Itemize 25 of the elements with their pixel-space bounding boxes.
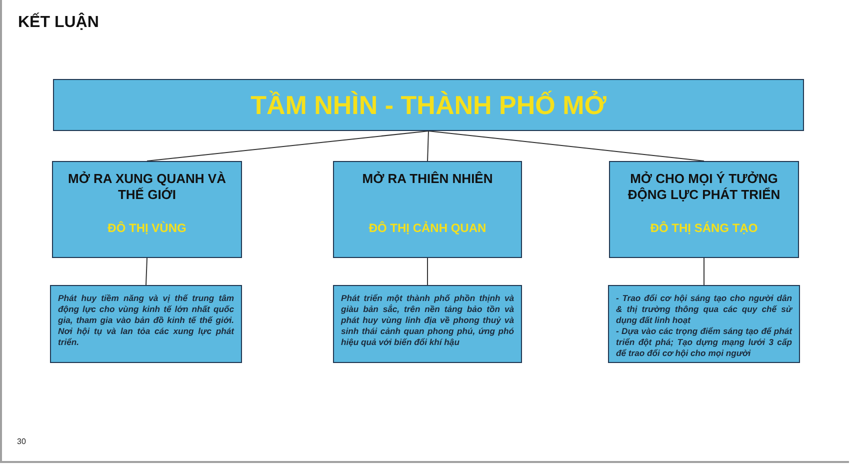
description-text: Phát huy tiềm năng và vị thế trung tâm động lực cho vùng kinh tế lớn nhất quốc gia, tham gia vào bản đồ kinh tế thế giới. Nơi hội tụ và lan tỏa các xung lực phát triển. bbox=[58, 293, 234, 348]
connector-line bbox=[428, 130, 704, 162]
connector-line bbox=[427, 258, 428, 286]
box-heading: MỞ CHO MỌI Ý TƯỞNG ĐỘNG LỰC PHÁT TRIỂN bbox=[626, 171, 782, 203]
connector-line bbox=[146, 130, 429, 162]
description-box bbox=[333, 285, 522, 363]
box-subheading: ĐÔ THỊ VÙNG bbox=[108, 221, 186, 236]
category-box bbox=[52, 161, 242, 258]
description-text: Phát triển một thành phố phồn thịnh và giàu bản sắc, trên nền tảng bảo tồn và phát huy vùng linh địa về phong thuỷ và sinh thái cảnh quan phong phú, ứng phó hiệu quả với biến đổi khí hậu bbox=[341, 293, 514, 348]
category-box bbox=[609, 161, 799, 258]
box-title: TẦM NHÌN - THÀNH PHỐ MỞ bbox=[250, 88, 606, 122]
category-box bbox=[333, 161, 522, 258]
description-text: - Trao đổi cơ hội sáng tạo cho người dân & thị trường thông qua các quy chế sử dụng đất linh hoạt bbox=[616, 293, 792, 326]
connector-line bbox=[427, 130, 429, 162]
connector-line bbox=[146, 258, 148, 286]
slide-title: KẾT LUẬN bbox=[18, 13, 99, 33]
description-text: - Dựa vào các trọng điểm sáng tạo để phát triển đột phá; Tạo dựng mạng lưới 3 cấp để trao đổi cơ hội cho mọi người bbox=[616, 326, 792, 359]
box-heading: MỞ RA XUNG QUANH VÀ THẾ GIỚI bbox=[67, 171, 227, 203]
box-heading: MỞ RA THIÊN NHIÊN bbox=[362, 171, 493, 187]
page-number: 30 bbox=[17, 437, 26, 447]
description-box bbox=[608, 285, 800, 363]
box-subheading: ĐÔ THỊ SÁNG TẠO bbox=[650, 221, 758, 236]
description-box bbox=[50, 285, 242, 363]
title-box bbox=[53, 79, 804, 131]
box-subheading: ĐÔ THỊ CẢNH QUAN bbox=[368, 221, 486, 236]
